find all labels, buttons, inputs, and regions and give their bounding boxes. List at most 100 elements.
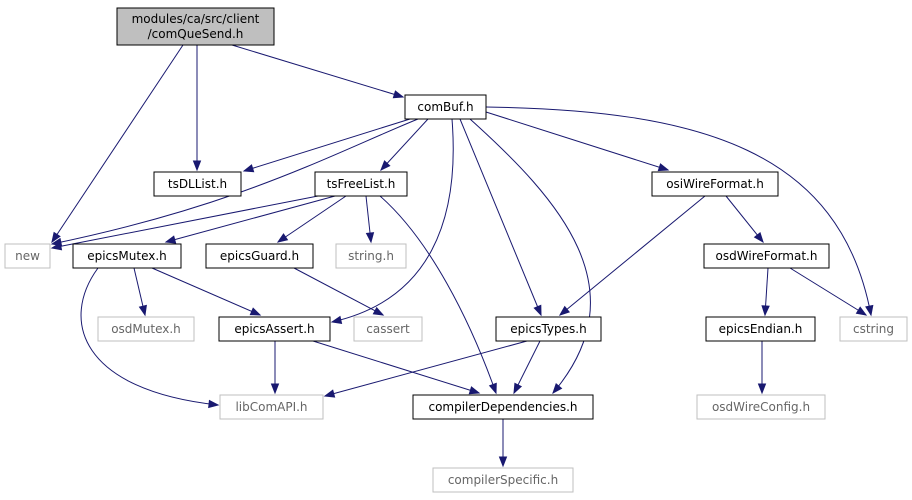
- node-box: [432, 467, 574, 493]
- arrowhead-icon: [323, 389, 336, 398]
- node-label: cassert: [366, 322, 410, 336]
- node-epicsMutex[interactable]: epicsMutex.h: [72, 243, 182, 269]
- edge-epicsGuard-to-cassert: [293, 267, 385, 316]
- edge-comBuf-to-osiWireFormat: [485, 111, 670, 172]
- arrowhead-icon: [757, 383, 767, 395]
- node-osiWireFormat[interactable]: osiWireFormat.h: [651, 171, 779, 197]
- edge-line: [485, 106, 872, 316]
- edge-comBuf-to-tsDLList: [242, 118, 411, 173]
- node-box: [4, 243, 51, 269]
- edge-line: [725, 195, 764, 243]
- node-label: tsDLList.h: [168, 177, 227, 191]
- node-string: string.h: [335, 243, 407, 269]
- arrowhead-icon: [372, 306, 385, 316]
- edge-line: [469, 118, 591, 394]
- edge-line: [165, 195, 336, 243]
- edge-line: [559, 195, 706, 316]
- node-label: libComAPI.h: [235, 400, 307, 414]
- node-osdWireConfig: osdWireConfig.h: [696, 394, 826, 420]
- edge-root-to-new: [51, 44, 184, 244]
- node-label: /comQueSend.h: [148, 27, 244, 41]
- node-label: cstring: [853, 322, 894, 336]
- node-box: [72, 243, 182, 269]
- node-box: [353, 316, 423, 342]
- edge-compilerDependencies-to-compilerSpecific: [498, 419, 508, 468]
- node-label: compilerDependencies.h: [428, 400, 577, 414]
- arrowhead-icon: [276, 233, 289, 243]
- node-box: [97, 316, 195, 342]
- node-layer: modules/ca/src/client/comQueSend.h comBuf…: [4, 7, 908, 493]
- arrowhead-icon: [533, 304, 542, 317]
- edge-comBuf-to-epicsTypes: [459, 118, 542, 317]
- edge-root-to-comBuf: [231, 44, 405, 99]
- edge-line: [51, 118, 419, 245]
- node-osdWireFormat[interactable]: osdWireFormat.h: [703, 243, 830, 269]
- node-label: epicsTypes.h: [510, 322, 586, 336]
- node-root[interactable]: modules/ca/src/client/comQueSend.h: [116, 7, 275, 46]
- edge-line: [513, 340, 541, 394]
- node-box: [495, 316, 602, 342]
- arrowhead-icon: [558, 305, 571, 316]
- node-label: osdMutex.h: [111, 322, 181, 336]
- node-label: epicsGuard.h: [220, 249, 299, 263]
- edge-line: [459, 118, 542, 316]
- arrowhead-icon: [855, 306, 868, 316]
- arrowhead-icon: [753, 231, 764, 244]
- arrowhead-icon: [208, 399, 220, 409]
- arrowhead-icon: [468, 386, 481, 395]
- node-comBuf[interactable]: comBuf.h: [404, 94, 487, 120]
- edge-epicsMutex-to-libComAPI: [80, 267, 220, 409]
- arrowhead-icon: [51, 231, 61, 244]
- arrowhead-icon: [513, 382, 523, 395]
- node-epicsAssert[interactable]: epicsAssert.h: [218, 316, 331, 342]
- edge-line: [243, 118, 411, 172]
- edge-line: [789, 267, 867, 316]
- edge-tsFreeList-to-compilerDependencies: [379, 195, 497, 395]
- arrowhead-icon: [249, 307, 262, 316]
- node-compilerSpecific: compilerSpecific.h: [432, 467, 574, 493]
- edge-line: [324, 340, 528, 397]
- edge-osiWireFormat-to-osdWireFormat: [725, 195, 764, 244]
- edge-line: [151, 267, 261, 316]
- edge-epicsTypes-to-libComAPI: [323, 340, 528, 398]
- edge-comBuf-to-cstring: [485, 106, 874, 317]
- node-epicsEndian[interactable]: epicsEndian.h: [705, 316, 816, 342]
- node-box: [705, 316, 816, 342]
- edge-line: [379, 195, 497, 394]
- node-label: epicsAssert.h: [234, 322, 314, 336]
- edge-osdWireFormat-to-cstring: [789, 267, 868, 316]
- node-epicsGuard[interactable]: epicsGuard.h: [205, 243, 314, 269]
- edge-root-to-tsDLList: [192, 45, 202, 172]
- arrowhead-icon: [657, 163, 670, 172]
- node-epicsTypes[interactable]: epicsTypes.h: [495, 316, 602, 342]
- edge-comBuf-to-epicsAssert: [330, 118, 454, 325]
- node-label: comBuf.h: [417, 100, 473, 114]
- node-tsDLList[interactable]: tsDLList.h: [153, 171, 242, 197]
- arrowhead-icon: [498, 456, 508, 468]
- edge-comBuf-to-tsFreeList: [380, 118, 429, 172]
- edge-tsFreeList-to-epicsMutex: [164, 195, 336, 244]
- arrowhead-icon: [242, 164, 255, 173]
- node-box: [651, 171, 779, 197]
- edge-osdWireFormat-to-epicsEndian: [761, 267, 770, 317]
- node-label: osiWireFormat.h: [666, 177, 764, 191]
- arrowhead-icon: [192, 160, 202, 172]
- node-box: [335, 243, 407, 269]
- arrowhead-icon: [138, 304, 147, 317]
- edge-line: [293, 267, 384, 316]
- node-box: [839, 316, 908, 342]
- edge-line: [51, 44, 184, 243]
- edge-tsFreeList-to-epicsGuard: [276, 195, 347, 243]
- node-box: [116, 7, 275, 46]
- node-box: [696, 394, 826, 420]
- arrowhead-icon: [488, 382, 497, 395]
- edge-layer: [50, 44, 874, 468]
- edge-epicsAssert-to-libComAPI: [270, 341, 280, 395]
- node-tsFreeList[interactable]: tsFreeList.h: [314, 171, 408, 197]
- arrowhead-icon: [761, 305, 770, 317]
- node-compilerDependencies[interactable]: compilerDependencies.h: [412, 394, 594, 420]
- arrowhead-icon: [50, 242, 63, 251]
- edge-epicsTypes-to-compilerDependencies: [513, 340, 541, 395]
- node-box: [218, 316, 331, 342]
